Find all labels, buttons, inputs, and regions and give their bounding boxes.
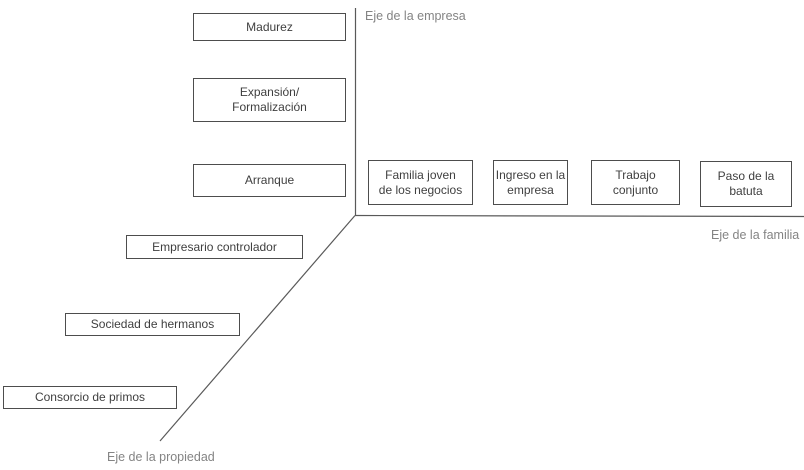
box-empresario-controlador-label: Empresario controlador [152, 239, 277, 254]
box-sociedad-hermanos: Sociedad de hermanos [65, 313, 240, 336]
box-sociedad-hermanos-label: Sociedad de hermanos [90, 317, 215, 331]
box-madurez: Madurez [193, 13, 346, 41]
propiedad-axis-line [159, 215, 356, 442]
box-familia-joven-line2: de los negocios [378, 182, 463, 197]
box-arranque-label: Arranque [244, 173, 295, 187]
box-paso-batuta-line2: batuta [729, 184, 763, 198]
box-trabajo-conjunto-line1: Trabajo [615, 167, 656, 182]
box-ingreso-empresa-line2: empresa [507, 182, 554, 197]
box-madurez-label: Madurez [246, 19, 293, 34]
box-consorcio-primos: Consorcio de primos [3, 386, 177, 409]
familia-axis-line [354, 214, 804, 218]
box-expansion-formalizacion: Expansión/ Formalización [193, 78, 346, 122]
box-familia-joven: Familia joven de los negocios [368, 160, 473, 205]
box-familia-joven-line1: Familia joven [385, 167, 456, 182]
box-trabajo-conjunto: Trabajo conjunto [591, 160, 680, 205]
box-ingreso-empresa: Ingreso en la empresa [493, 160, 568, 205]
box-paso-batuta: Paso de la batuta [700, 161, 792, 207]
box-empresario-controlador: Empresario controlador [126, 235, 303, 259]
box-trabajo-conjunto-line2: conjunto [612, 182, 659, 197]
propiedad-axis-label: Eje de la propiedad [107, 450, 215, 464]
box-ingreso-empresa-line1: Ingreso en la [495, 167, 566, 182]
box-consorcio-primos-label: Consorcio de primos [34, 390, 146, 404]
familia-axis-label: Eje de la familia [711, 228, 800, 242]
empresa-axis-label: Eje de la empresa [365, 9, 466, 23]
box-expansion-line1: Expansión/ [239, 85, 300, 99]
box-paso-batuta-line1: Paso de la [717, 169, 775, 183]
box-arranque: Arranque [193, 164, 346, 197]
box-expansion-line2: Formalización [232, 100, 307, 114]
